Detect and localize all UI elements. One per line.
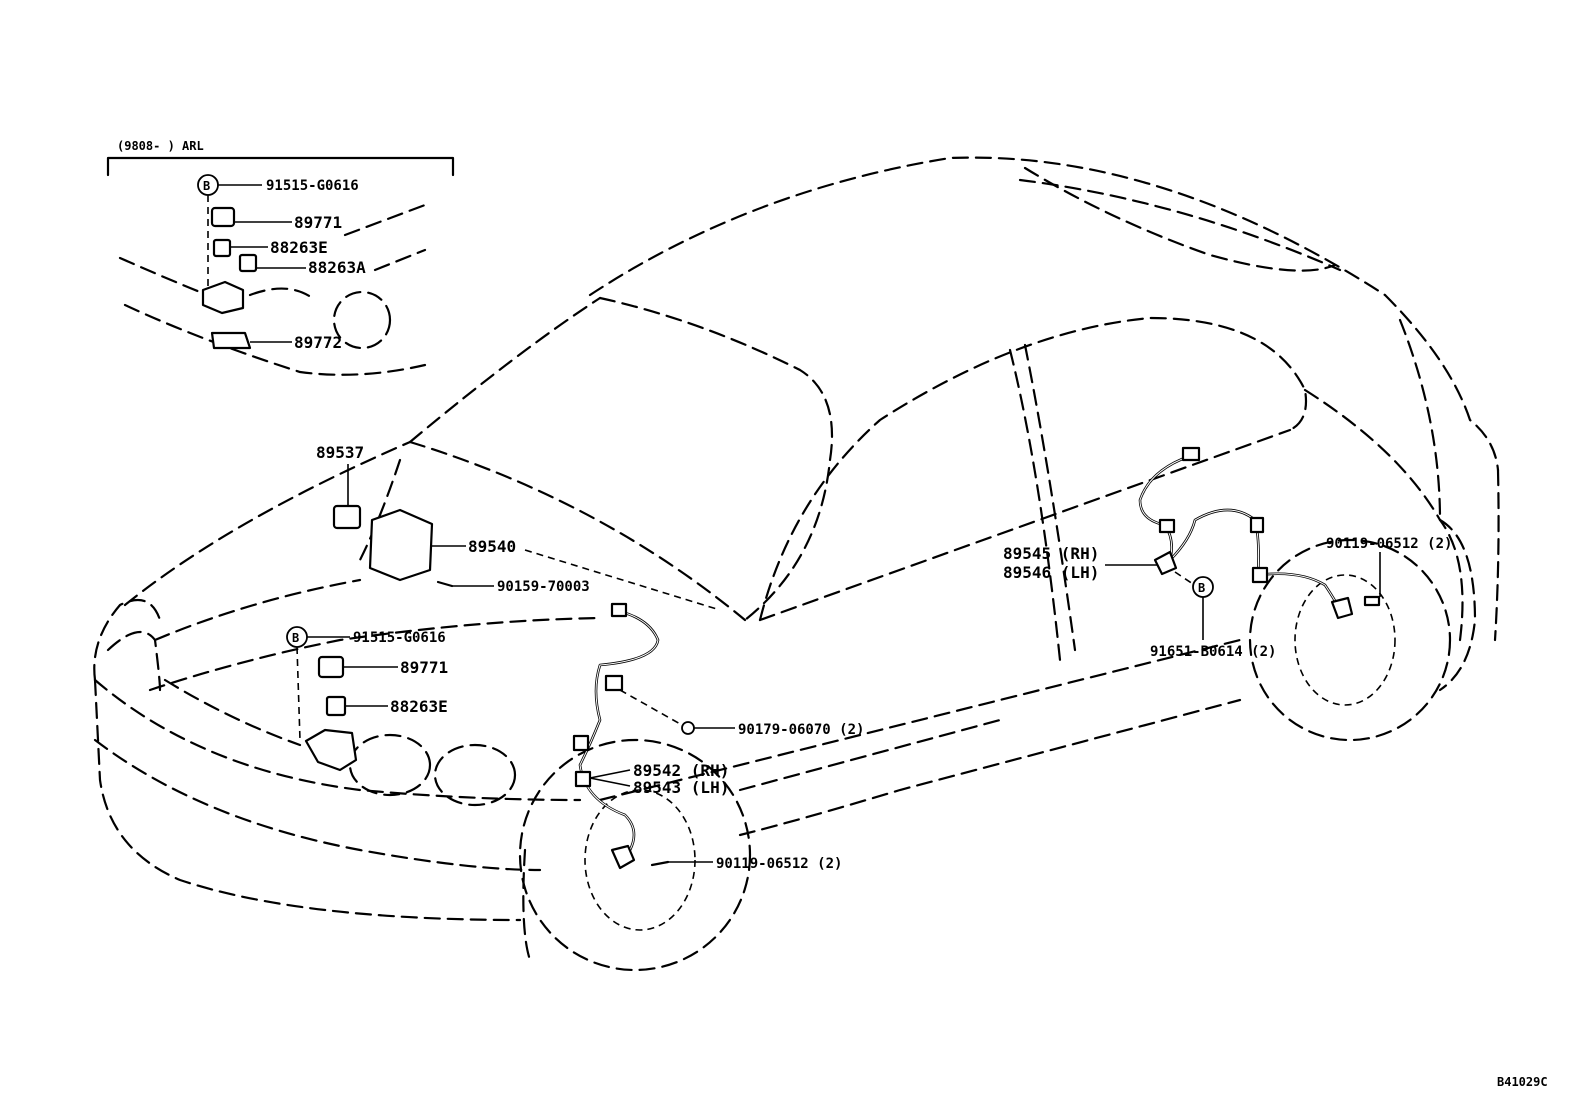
inset-arl-panel: (9808- ) ARL B 91515-G0616 89771 88263E … — [106, 139, 455, 376]
inset-label-relay-large: 89771 — [294, 213, 342, 232]
label-rear-sensor-lh: 89546 (LH) — [1003, 563, 1099, 582]
rear-b-marker: B — [1198, 581, 1205, 595]
front-sensor-grommet — [572, 734, 590, 752]
front-sensor-head — [610, 844, 636, 870]
relay-88263e-inset — [212, 238, 232, 258]
figure-code: B41029C — [1497, 1075, 1548, 1089]
label-relay-89537: 89537 — [316, 443, 364, 462]
label-front-bolt: 90119-06512 (2) — [716, 856, 842, 872]
label-rear-sensor-rh: 89545 (RH) — [1003, 544, 1099, 563]
front-sensor-clamp-lower — [574, 770, 592, 788]
rear-bolt — [1363, 595, 1381, 607]
relay-88263a-inset — [238, 253, 258, 273]
label-rear-clamp: 91651-B0614 (2) — [1150, 644, 1276, 660]
rear-sensor-grommet — [1158, 518, 1176, 534]
inset-label-clip: 91515-G0616 — [266, 178, 359, 194]
vehicle-outline — [93, 156, 1500, 972]
relay-89537 — [332, 504, 362, 530]
front-sensor-connector — [610, 602, 628, 618]
rear-sensor-assembly: 89545 (RH) 89546 (LH) B 91651-B0614 (2) … — [1003, 446, 1452, 660]
label-relay-large-engine: 89771 — [400, 658, 448, 677]
relay-89771-engine — [317, 655, 345, 679]
label-clip-engine: 91515-G0616 — [353, 630, 446, 646]
rear-sensor-bracket — [1153, 550, 1178, 576]
label-computer-89540: 89540 — [468, 537, 516, 556]
front-sensor-clamp-upper — [604, 674, 624, 692]
inset-label-relay-e: 88263E — [270, 238, 328, 257]
abs-computer-89540 — [368, 508, 434, 582]
bracket-89772-inset — [210, 331, 252, 350]
engine-b-marker: B — [292, 631, 299, 645]
nut-90179 — [681, 721, 695, 735]
inset-label-bracket: 89772 — [294, 333, 342, 352]
junction-block-inset — [201, 280, 245, 315]
label-relay-e-engine: 88263E — [390, 697, 448, 716]
label-rear-bolt: 90119-06512 (2) — [1326, 536, 1452, 552]
junction-block-engine — [304, 728, 358, 772]
inset-label-relay-a: 88263A — [308, 258, 366, 277]
inset-b-marker: B — [203, 179, 210, 193]
front-sensor-assembly: 90179-06070 (2) 89542 (RH) 89543 (LH) 90… — [572, 602, 864, 872]
rear-sensor-connector — [1181, 446, 1201, 462]
inset-header: (9808- ) ARL — [117, 139, 204, 153]
rear-sensor-clamp-lower — [1251, 566, 1269, 584]
relay-89771-inset — [210, 206, 236, 228]
label-screw-90159: 90159-70003 — [497, 579, 590, 595]
engine-bay-components: 89537 89540 90159-70003 B 91515-G0616 89… — [286, 443, 721, 772]
label-nut-90179: 90179-06070 (2) — [738, 722, 864, 738]
rear-sensor-clamp — [1249, 516, 1265, 534]
rear-sensor-head — [1330, 596, 1354, 620]
label-front-sensor-rh: 89542 (RH) — [633, 761, 729, 780]
relay-88263e-engine — [325, 695, 347, 717]
label-front-sensor-lh: 89543 (LH) — [633, 778, 729, 797]
